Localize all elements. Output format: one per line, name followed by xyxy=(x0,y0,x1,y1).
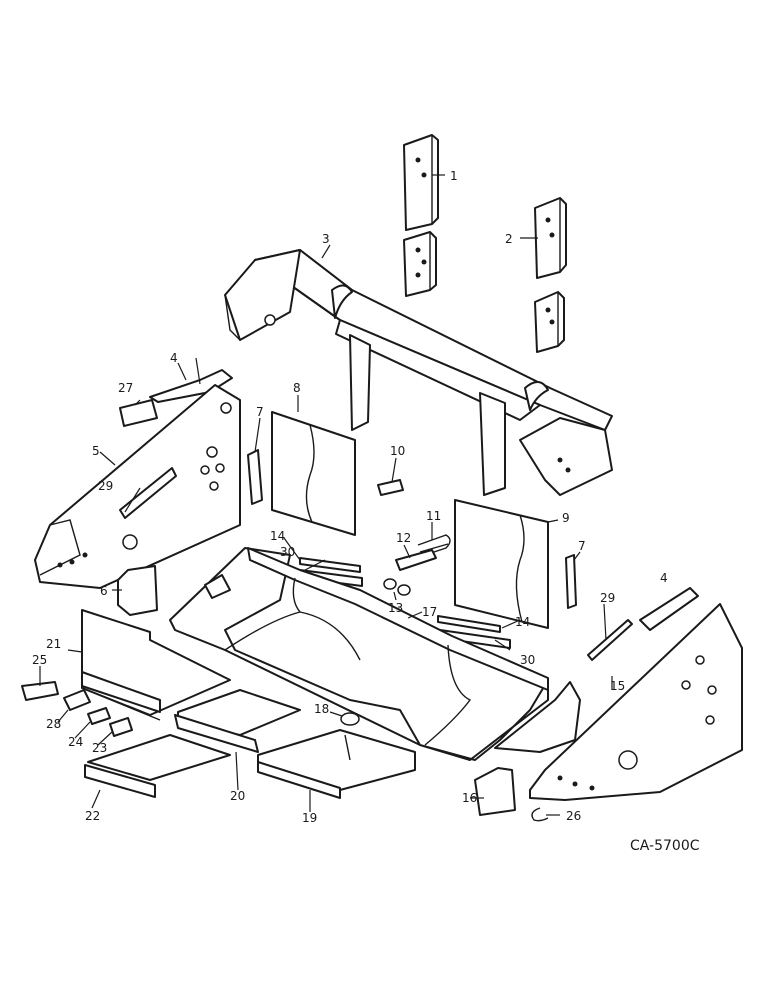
part-20-rod-panel xyxy=(174,689,301,753)
part-12-clamp-plate xyxy=(395,549,437,571)
part-7-strap-right xyxy=(565,554,577,609)
callout-5: 5 xyxy=(92,444,100,458)
callout-27: 27 xyxy=(118,381,133,395)
callout-3: 3 xyxy=(322,232,330,246)
drawing-code: CA-5700C xyxy=(630,838,700,854)
leader-lines xyxy=(39,174,613,816)
part-9-shield-right xyxy=(454,499,549,629)
part-13-washers xyxy=(383,578,411,596)
part-3-main-beam xyxy=(224,249,613,496)
part-5-left-side-sheet xyxy=(34,384,241,589)
callout-30-left: 30 xyxy=(280,545,295,559)
callout-9: 9 xyxy=(562,511,570,525)
callout-17: 17 xyxy=(422,605,437,619)
callout-25: 25 xyxy=(32,653,47,667)
part-2-post xyxy=(534,197,567,353)
part-16-gusset xyxy=(474,767,516,816)
callout-1: 1 xyxy=(450,169,458,183)
part-11-u-bolt xyxy=(417,534,451,557)
callout-11: 11 xyxy=(426,509,441,523)
part-19-rod-panel xyxy=(257,729,416,799)
callout-10: 10 xyxy=(390,444,405,458)
callout-2: 2 xyxy=(505,232,513,246)
part-15-right-side-sheet xyxy=(529,603,743,801)
callout-20: 20 xyxy=(230,789,245,803)
part-1-post xyxy=(403,134,439,297)
callout-16: 16 xyxy=(462,791,477,805)
callout-29-right: 29 xyxy=(600,591,615,605)
callout-22: 22 xyxy=(85,809,100,823)
callout-14-right: 14 xyxy=(515,615,530,629)
part-24-clip xyxy=(87,707,111,725)
callout-26: 26 xyxy=(566,809,581,823)
part-17-floor-pan xyxy=(169,547,549,761)
part-10-block xyxy=(377,479,404,496)
callout-labels: 1 2 3 4 4 5 6 7 7 8 9 10 11 12 13 14 14 … xyxy=(32,169,668,825)
part-22-rod-panel xyxy=(84,734,231,798)
part-4-bracket-left xyxy=(149,369,233,403)
callout-8: 8 xyxy=(293,381,301,395)
callout-7-right: 7 xyxy=(578,539,586,553)
callout-18: 18 xyxy=(314,702,329,716)
part-23-clip xyxy=(109,717,133,737)
callout-4-right: 4 xyxy=(660,571,668,585)
part-18-hook xyxy=(340,712,360,726)
callout-19: 19 xyxy=(302,811,317,825)
callout-29-left: 29 xyxy=(98,479,113,493)
callout-23: 23 xyxy=(92,741,107,755)
part-27-decal xyxy=(119,399,158,427)
callout-28: 28 xyxy=(46,717,61,731)
callout-14-left: 14 xyxy=(270,529,285,543)
callout-12: 12 xyxy=(396,531,411,545)
callout-7-left: 7 xyxy=(256,405,264,419)
callout-6: 6 xyxy=(100,584,108,598)
part-21-lower-plate xyxy=(81,609,231,721)
part-4-bracket-right xyxy=(639,587,699,631)
part-8-shield-left xyxy=(271,411,356,536)
part-7-strap-left xyxy=(247,449,263,505)
part-28-clip xyxy=(63,689,91,711)
right-inner-bracket xyxy=(494,681,581,753)
callout-30-right: 30 xyxy=(520,653,535,667)
part-29-strip-right xyxy=(587,619,633,661)
part-25-strap xyxy=(21,681,59,701)
part-26-clip xyxy=(531,807,549,822)
part-6-gusset xyxy=(117,565,158,616)
callout-15: 15 xyxy=(610,679,625,693)
callout-13: 13 xyxy=(388,601,403,615)
callout-21: 21 xyxy=(46,637,61,651)
callout-24: 24 xyxy=(68,735,83,749)
callout-4-left: 4 xyxy=(170,351,178,365)
